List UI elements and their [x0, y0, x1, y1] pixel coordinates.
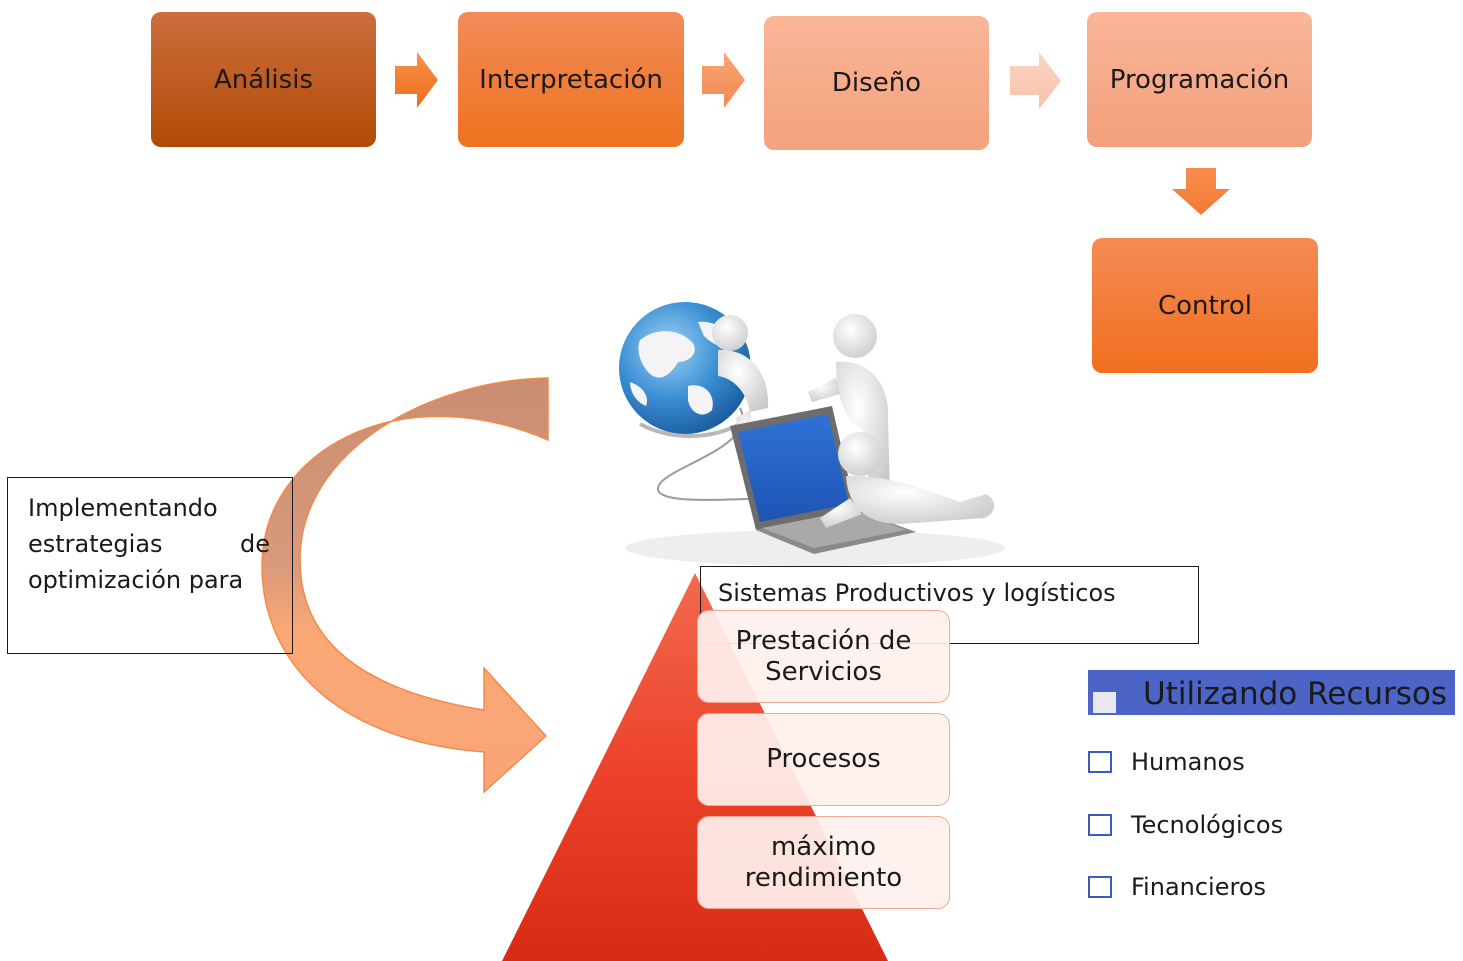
strategy-text: Implementando estrategias de optimizació… — [28, 494, 270, 594]
strategy-text-box — [7, 477, 293, 654]
step-label: Control — [1158, 290, 1252, 321]
resource-item-humanos: Humanos — [1088, 748, 1245, 776]
step-diseno: Diseño — [764, 16, 989, 150]
step-label: Análisis — [214, 64, 313, 95]
step-programacion: Programación — [1087, 12, 1312, 147]
pyramid-level-label: Procesos — [766, 744, 881, 774]
step-control: Control — [1092, 238, 1318, 373]
pyramid-level-prestacion: Prestación de Servicios — [697, 610, 950, 703]
checkbox-icon — [1088, 751, 1112, 773]
systems-label: Sistemas Productivos y logísticos — [718, 579, 1116, 607]
globe-laptop-illustration — [619, 302, 1005, 566]
arrow-down-icon — [1172, 168, 1230, 215]
arrow-right-icon — [395, 52, 438, 108]
checkbox-icon — [1088, 876, 1112, 898]
resource-item-label: Tecnológicos — [1131, 811, 1284, 839]
step-label: Interpretación — [479, 64, 663, 95]
pyramid-level-procesos: Procesos — [697, 713, 950, 806]
arrow-right-icon — [702, 52, 745, 108]
checkbox-icon — [1093, 692, 1116, 713]
step-label: Diseño — [831, 68, 922, 98]
step-analisis: Análisis — [151, 12, 376, 147]
resources-title: Utilizando Recursos — [1143, 676, 1448, 712]
pyramid-level-label: Prestación de Servicios — [735, 625, 912, 687]
resource-item-tecnologicos: Tecnológicos — [1088, 811, 1283, 839]
step-label: Programación — [1109, 64, 1290, 95]
checkbox-icon — [1088, 814, 1112, 836]
resource-item-label: Financieros — [1131, 873, 1267, 901]
pyramid-level-rendimiento: máximo rendimiento — [697, 816, 950, 909]
resources-header — [1088, 670, 1455, 715]
arrow-right-icon — [1010, 52, 1061, 109]
step-interpretacion: Interpretación — [458, 12, 684, 147]
pyramid-level-label: máximo rendimiento — [744, 831, 903, 893]
resource-item-label: Humanos — [1131, 748, 1245, 776]
resource-item-financieros: Financieros — [1088, 873, 1266, 901]
